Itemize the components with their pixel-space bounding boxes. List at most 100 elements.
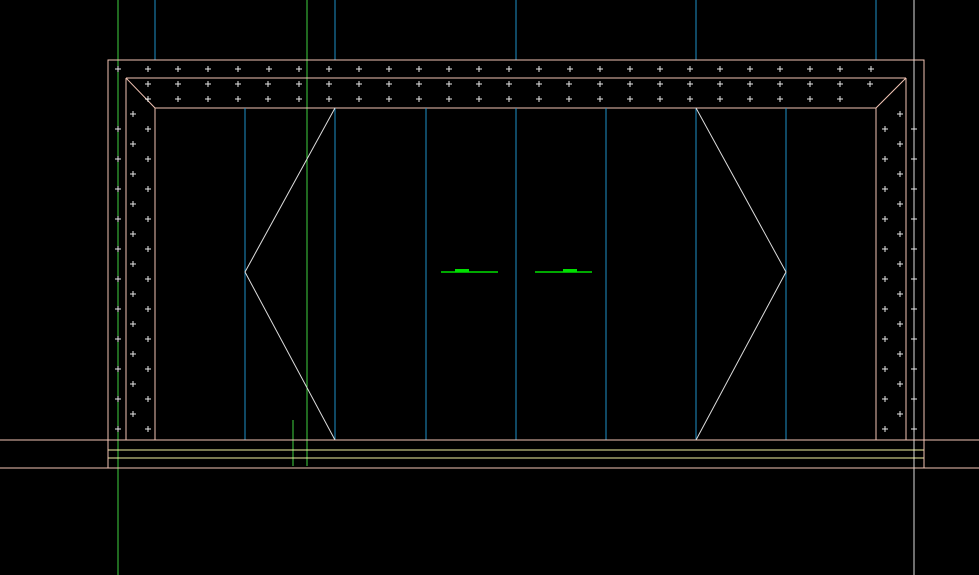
hatch-mark <box>145 216 151 222</box>
hatch-mark <box>205 81 211 87</box>
hatch-mark <box>265 81 271 87</box>
handle-left <box>441 269 498 273</box>
hatch-mark <box>175 81 181 87</box>
hatch-mark <box>130 351 136 357</box>
hatch-mark <box>296 66 302 72</box>
hatch-mark <box>747 66 753 72</box>
hatch-mark <box>868 66 874 72</box>
hatch-mark <box>145 156 151 162</box>
hatch-mark <box>897 171 903 177</box>
hatch-mark <box>867 81 873 87</box>
hatch-mark <box>777 96 783 102</box>
hatch-mark <box>130 321 136 327</box>
hatch-mark <box>115 66 121 72</box>
hatch-mark <box>897 231 903 237</box>
hatch-mark <box>837 96 843 102</box>
hatch-mark <box>115 426 121 432</box>
hatch-mark <box>536 96 542 102</box>
hatch-mark <box>882 156 888 162</box>
hatch-mark <box>882 126 888 132</box>
hatch-mark <box>882 396 888 402</box>
sliding-panels <box>244 108 787 440</box>
handle-right <box>535 269 592 273</box>
hatch-mark <box>657 96 663 102</box>
hatch-mark <box>145 246 151 252</box>
hatch-mark <box>807 81 813 87</box>
hatch-mark <box>235 96 241 102</box>
hatch-mark <box>235 66 241 72</box>
miter-right <box>875 77 907 109</box>
hatch-mark <box>687 81 693 87</box>
hatch-mark <box>657 66 663 72</box>
floor-threshold <box>0 439 979 469</box>
hatch-mark <box>145 186 151 192</box>
hatch-mark <box>597 81 603 87</box>
hatch-mark <box>897 111 903 117</box>
panel-guides-above <box>154 0 877 60</box>
hatch-mark <box>911 426 917 432</box>
hatch-mark <box>882 366 888 372</box>
hatch-mark <box>446 66 452 72</box>
hatch-mark <box>130 201 136 207</box>
hatch-mark <box>145 81 151 87</box>
door-handles <box>441 269 592 273</box>
hatch-mark <box>897 411 903 417</box>
hatch-mark <box>416 81 422 87</box>
hatch-mark <box>566 96 572 102</box>
door-swing-indicators <box>244 107 787 441</box>
hatch-mark <box>911 336 917 342</box>
hatch-mark <box>145 426 151 432</box>
hatch-mark <box>115 246 121 252</box>
hatch-mark <box>446 96 452 102</box>
hatch-mark <box>205 96 211 102</box>
hatch-mark <box>597 96 603 102</box>
hatch-mark <box>597 66 603 72</box>
hatch-mark <box>326 81 332 87</box>
hatch-mark <box>911 216 917 222</box>
hatch-mark <box>777 81 783 87</box>
hatch-mark <box>416 96 422 102</box>
hatch-mark <box>175 96 181 102</box>
hatch-mark <box>145 66 151 72</box>
hatch-mark <box>446 81 452 87</box>
hatch-mark <box>687 96 693 102</box>
hatch-mark <box>356 96 362 102</box>
hatch-mark <box>897 291 903 297</box>
hatch-mark <box>145 126 151 132</box>
hatch-mark <box>115 216 121 222</box>
hatch-mark <box>506 96 512 102</box>
hatch-mark <box>130 231 136 237</box>
hatch-mark <box>115 126 121 132</box>
hatch-mark <box>911 306 917 312</box>
hatch-mark <box>882 306 888 312</box>
hatch-mark <box>717 66 723 72</box>
hatch-mark <box>130 141 136 147</box>
hatch-mark <box>717 96 723 102</box>
hatch-mark <box>386 96 392 102</box>
hatch-mark <box>326 96 332 102</box>
hatch-mark <box>897 141 903 147</box>
hatch-mark <box>115 366 121 372</box>
hatch-mark <box>911 366 917 372</box>
hatch-mark <box>882 276 888 282</box>
hatch-mark <box>145 366 151 372</box>
swing-right <box>695 107 787 441</box>
hatch-mark <box>386 66 392 72</box>
hatch-mark <box>687 66 693 72</box>
swing-left <box>244 107 336 441</box>
hatch-mark <box>911 396 917 402</box>
hatch-mark <box>837 81 843 87</box>
hatch-mark <box>130 261 136 267</box>
hatch-mark <box>145 96 151 102</box>
hatch-mark <box>837 66 843 72</box>
hatch-mark <box>506 81 512 87</box>
hatch-mark <box>897 351 903 357</box>
hatch-mark <box>296 96 302 102</box>
hatch-mark <box>266 66 272 72</box>
hatch-mark <box>897 201 903 207</box>
hatch-mark <box>205 66 211 72</box>
hatch-mark <box>807 66 813 72</box>
hatch-mark <box>897 261 903 267</box>
hatch-mark <box>416 66 422 72</box>
